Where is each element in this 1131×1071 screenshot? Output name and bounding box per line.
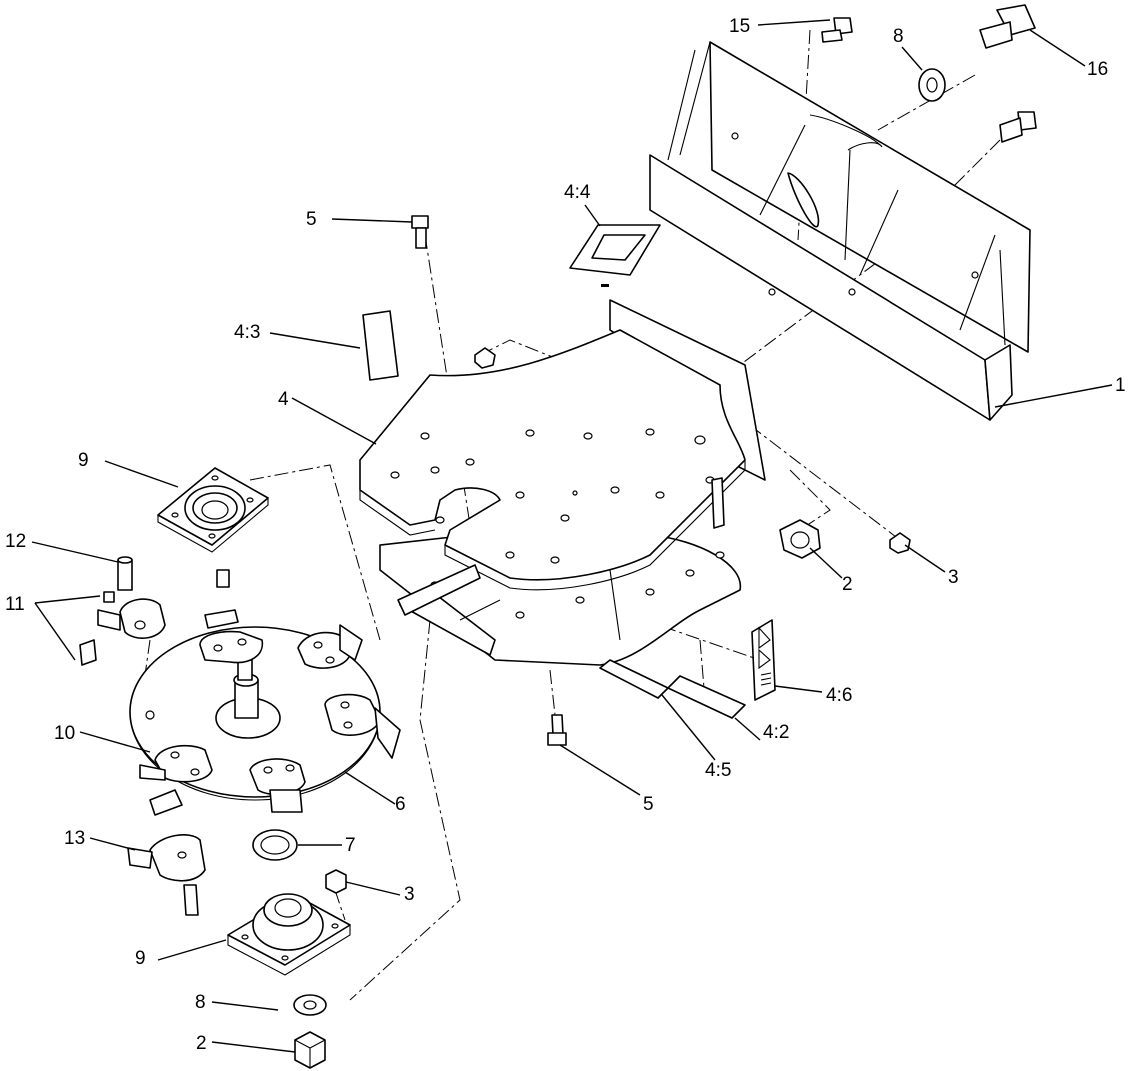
callout-1: 1 <box>1115 375 1126 396</box>
callout-6: 6 <box>395 794 406 815</box>
caster-assembly <box>79 467 401 1069</box>
leader-lines <box>31 19 1113 1053</box>
callout-2: 2 <box>196 1033 207 1054</box>
rear-bracket <box>649 41 1031 421</box>
callout-16: 16 <box>1087 59 1108 80</box>
callout-4-4: 4:4 <box>564 182 591 203</box>
callout-15: 15 <box>729 16 750 37</box>
callout-9: 9 <box>78 450 89 471</box>
callout-4: 4 <box>278 389 289 410</box>
callout-2: 2 <box>842 574 853 595</box>
decal-4-2 <box>667 675 746 719</box>
callout-4-3: 4:3 <box>234 322 260 343</box>
decal-4-6 <box>751 619 776 701</box>
main-frame <box>359 299 766 666</box>
decals <box>362 224 776 719</box>
callout-5: 5 <box>643 794 654 815</box>
decal-4-5 <box>599 659 669 699</box>
callout-labels: 1 2 2 3 3 4 4:2 4:3 4:4 4:5 4:6 5 5 6 7 … <box>5 16 1126 1054</box>
callout-8: 8 <box>893 26 904 47</box>
decal-4-3 <box>362 310 399 381</box>
callout-8: 8 <box>195 992 206 1013</box>
callout-4-5: 4:5 <box>705 760 731 781</box>
callout-5: 5 <box>306 209 317 230</box>
callout-3: 3 <box>948 567 959 588</box>
callout-10: 10 <box>54 723 75 744</box>
callout-9: 9 <box>135 948 146 969</box>
fasteners <box>411 4 1037 746</box>
callout-12: 12 <box>5 531 26 552</box>
callout-7: 7 <box>345 835 356 856</box>
callout-11: 11 <box>5 594 25 615</box>
callout-13: 13 <box>64 828 85 849</box>
callout-4-6: 4:6 <box>826 685 852 706</box>
callout-4-2: 4:2 <box>763 722 789 743</box>
callout-3: 3 <box>404 884 415 905</box>
